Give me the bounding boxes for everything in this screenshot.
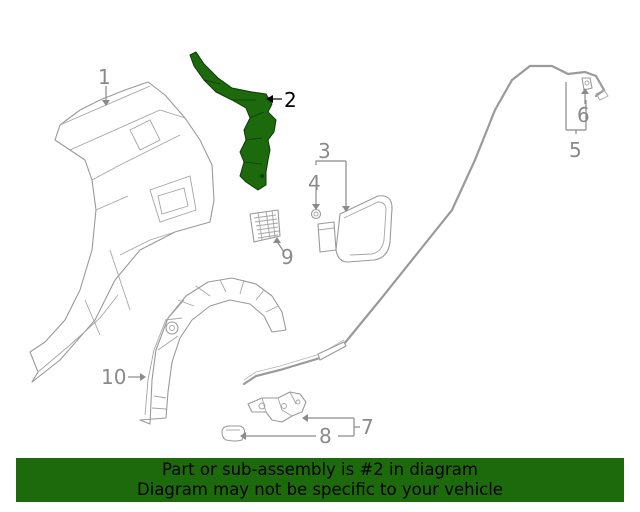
leader-7 [308, 417, 360, 437]
quarter-panel-part[interactable] [29, 81, 215, 383]
part-notice-banner: Part or sub-assembly is #2 in diagram Di… [16, 458, 624, 502]
arrowhead-9 [273, 237, 281, 243]
bumper-part[interactable] [221, 425, 246, 442]
release-cable-part[interactable] [242, 64, 609, 386]
parts-diagram: 1 2 3 4 5 6 7 8 9 10 [29, 51, 609, 448]
callout-2[interactable]: 2 [284, 88, 297, 112]
vent-grille-part[interactable] [249, 209, 281, 243]
grommet-part[interactable] [310, 208, 322, 220]
callout-8[interactable]: 8 [319, 424, 332, 448]
leader-3 [315, 160, 347, 208]
callout-4[interactable]: 4 [308, 171, 321, 195]
bracket-hole-icon [260, 174, 264, 178]
leader-5 [565, 82, 587, 134]
callout-6[interactable]: 6 [577, 103, 590, 127]
leader-lines [102, 82, 589, 440]
callout-5[interactable]: 5 [569, 138, 582, 162]
callout-9[interactable]: 9 [281, 245, 294, 269]
wheel-liner-part[interactable] [139, 277, 287, 425]
banner-line-1: Part or sub-assembly is #2 in diagram [162, 460, 478, 479]
cable-clip-part[interactable] [581, 77, 593, 91]
arrowhead-6 [581, 88, 589, 94]
callout-7[interactable]: 7 [361, 415, 374, 439]
callout-3[interactable]: 3 [318, 139, 331, 163]
arrowhead-4 [312, 204, 320, 210]
arrowhead-10 [140, 373, 146, 381]
arrowhead-8 [240, 432, 246, 440]
bracket-part[interactable] [189, 51, 277, 191]
callout-10[interactable]: 10 [101, 365, 126, 389]
arrowhead-2 [266, 95, 273, 103]
banner-line-2: Diagram may not be specific to your vehi… [137, 480, 503, 499]
fuel-door-part[interactable] [317, 195, 393, 263]
arrowhead-7 [302, 414, 308, 422]
hinge-part[interactable] [247, 391, 307, 423]
arrowhead-3 [342, 206, 350, 212]
arrowhead-1 [102, 100, 110, 106]
callout-1[interactable]: 1 [98, 65, 111, 89]
